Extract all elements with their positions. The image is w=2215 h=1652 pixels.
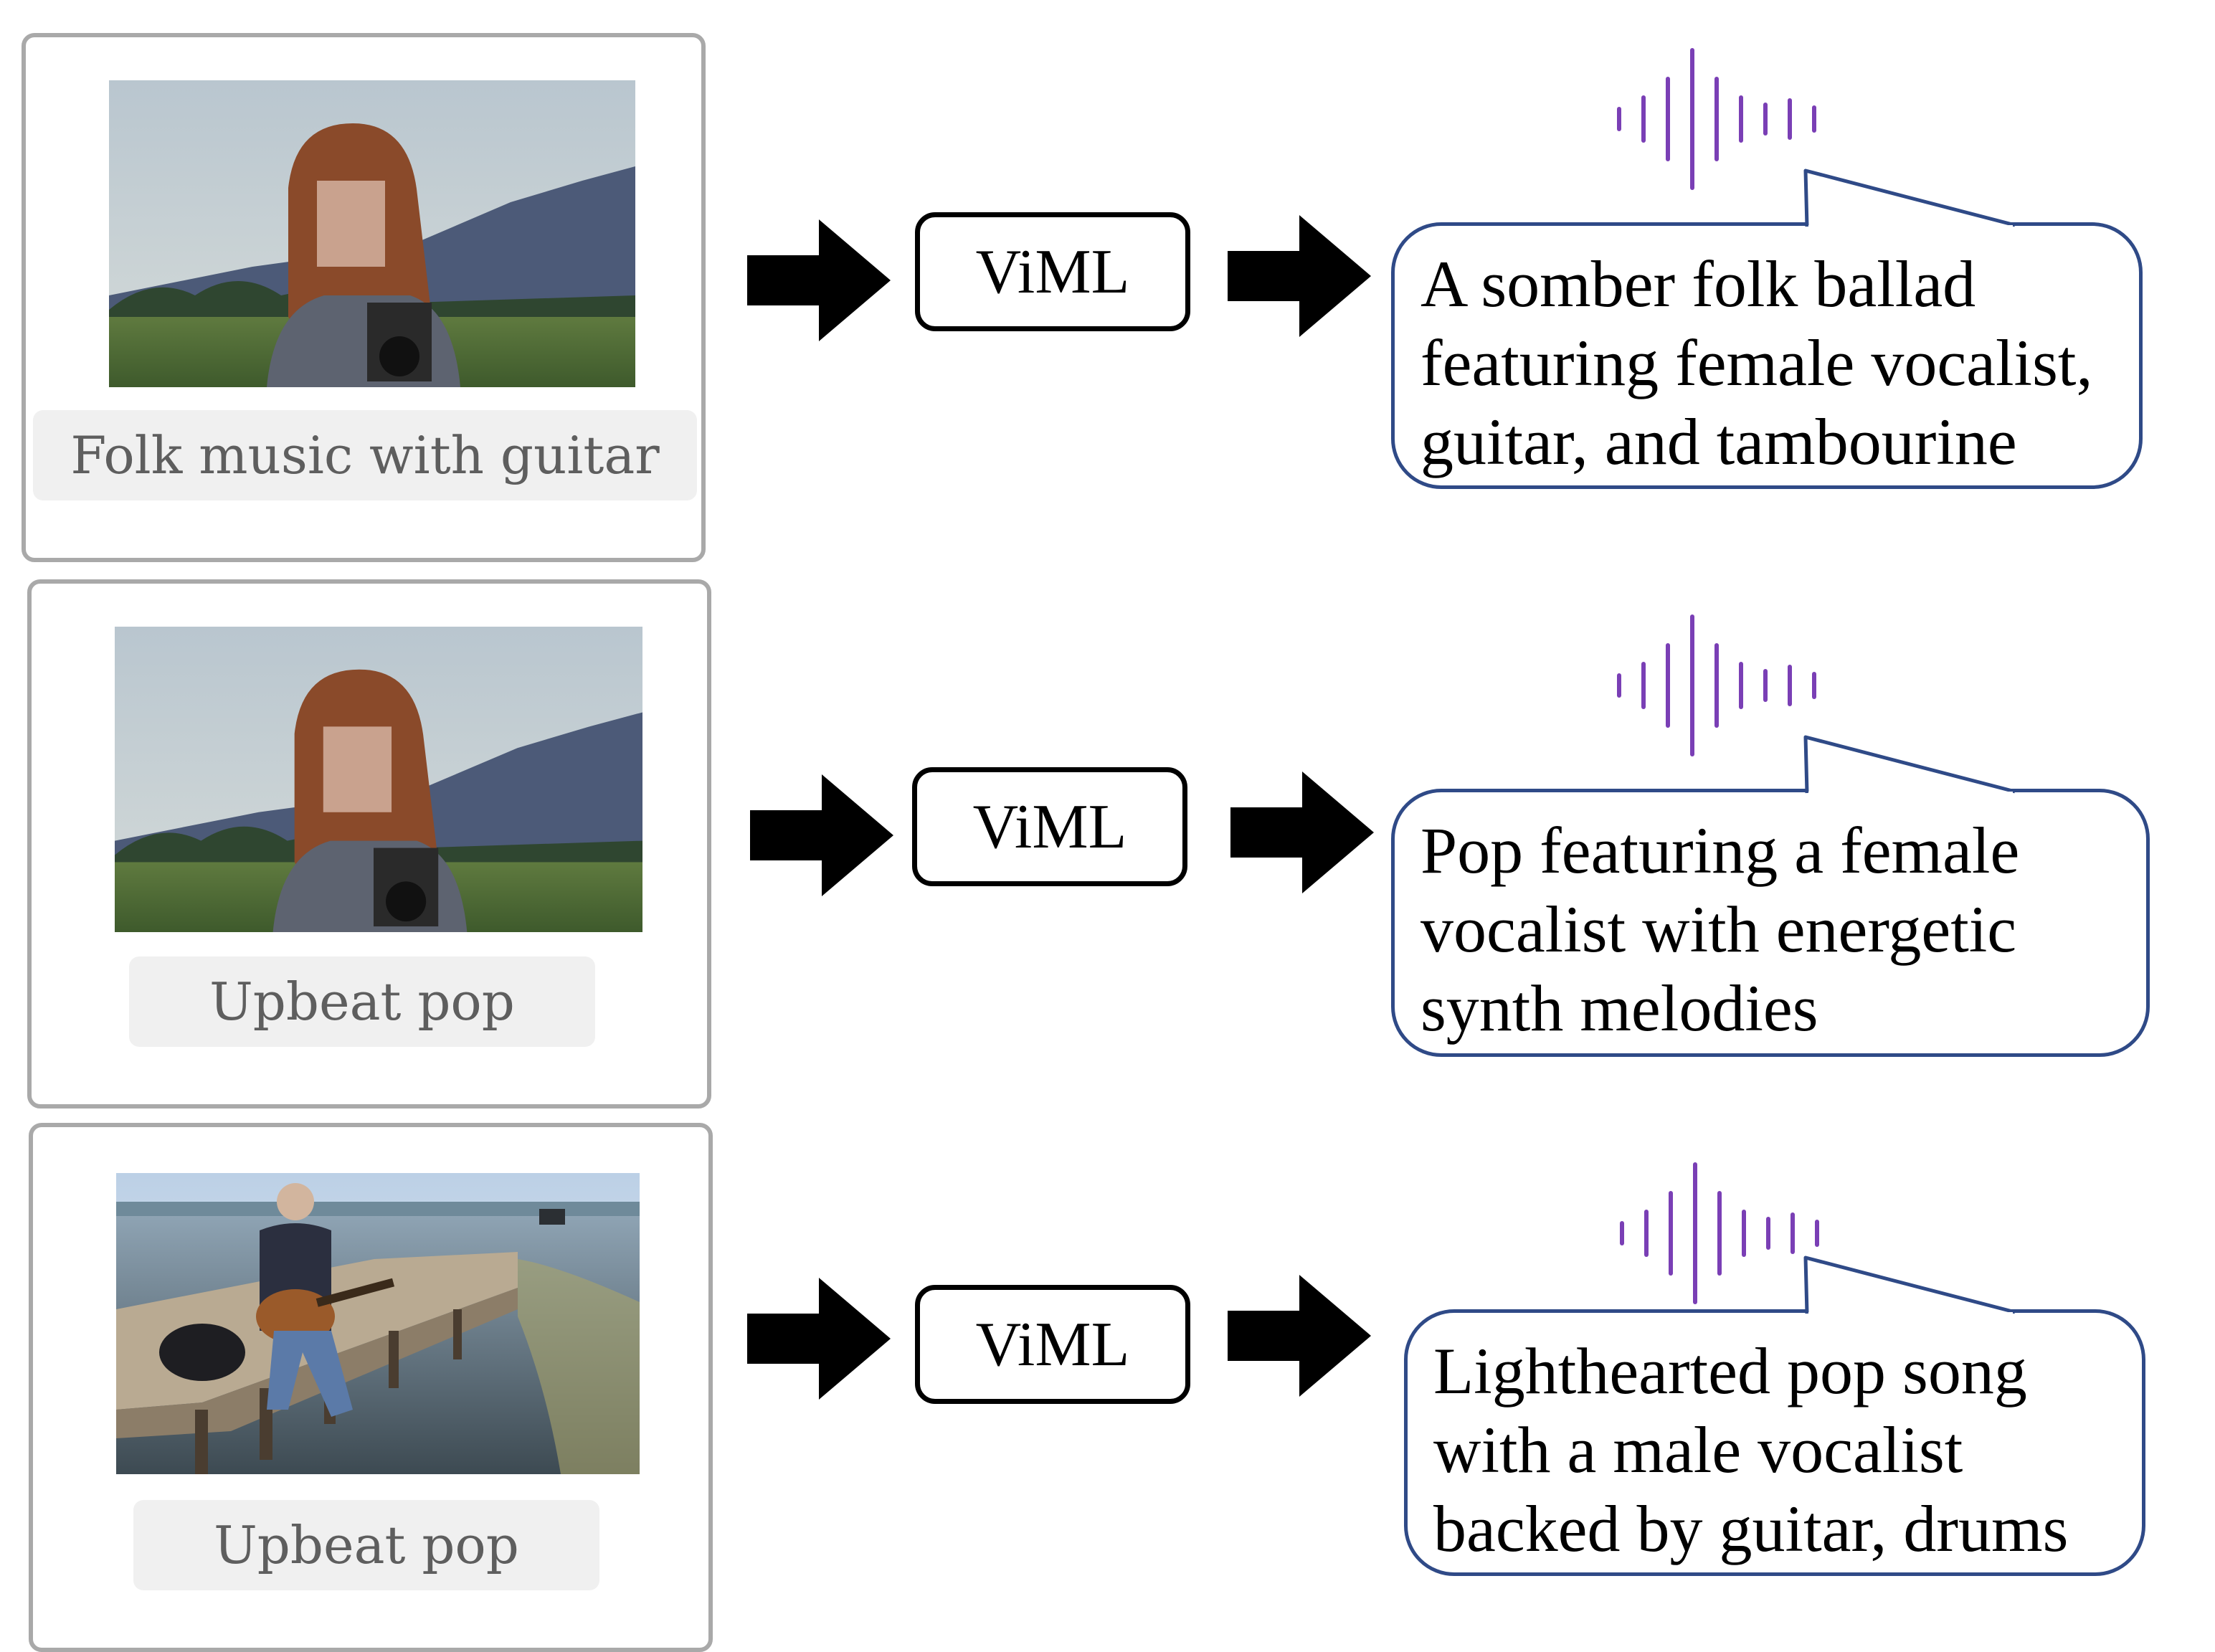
example-row-3: Upbeat pop ViML Lighthearted pop song wi…	[0, 1090, 2215, 1652]
model-box: ViML	[912, 767, 1187, 886]
caption-line: A somber folk ballad	[1420, 247, 1976, 321]
prompt-label: Upbeat pop	[129, 956, 595, 1047]
caption-line: backed by guitar, drums	[1433, 1492, 2069, 1565]
audio-waveform-icon	[1611, 47, 1826, 191]
arrow-right-icon	[1228, 1275, 1371, 1397]
arrow-right-icon	[747, 219, 891, 341]
caption-line: guitar, and tambourine	[1420, 405, 2017, 478]
caption-bubble: Pop featuring a female vocalist with ene…	[1391, 789, 2150, 1057]
arrow-right-icon	[750, 774, 893, 896]
caption-line: Pop featuring a female	[1420, 814, 2020, 887]
arrow-right-icon	[1228, 215, 1371, 337]
caption-line: featuring female vocalist,	[1420, 326, 2093, 399]
arrow-right-icon	[1230, 772, 1374, 893]
caption-bubble: Lighthearted pop song with a male vocali…	[1404, 1309, 2145, 1576]
caption-bubble: A somber folk ballad featuring female vo…	[1391, 222, 2143, 489]
input-card: Folk music with guitar	[22, 33, 706, 562]
caption-line: synth melodies	[1420, 972, 1818, 1045]
caption-line: with a male vocalist	[1433, 1413, 1963, 1486]
input-card: Upbeat pop	[29, 1123, 713, 1652]
example-row-1: Folk music with guitar ViML A somber fol…	[0, 0, 2215, 562]
arrow-right-icon	[747, 1278, 891, 1400]
caption-line: vocalist with energetic	[1420, 893, 2017, 966]
prompt-label: Folk music with guitar	[33, 410, 697, 500]
example-row-2: Upbeat pop ViML Pop featuring a female v…	[0, 545, 2215, 1109]
video-frame-man-guitar	[116, 1173, 640, 1474]
caption-line: Lighthearted pop song	[1433, 1334, 2027, 1407]
model-box: ViML	[915, 212, 1190, 331]
bubble-tail	[1793, 733, 2022, 804]
video-frame-woman-camera	[109, 80, 635, 387]
audio-waveform-icon	[1611, 614, 1826, 757]
prompt-label: Upbeat pop	[133, 1500, 599, 1590]
audio-waveform-icon	[1613, 1162, 1829, 1305]
bubble-tail	[1793, 1253, 2022, 1325]
video-frame-woman-camera	[115, 627, 642, 932]
input-card: Upbeat pop	[27, 579, 711, 1109]
model-box: ViML	[915, 1285, 1190, 1404]
bubble-tail	[1793, 166, 2022, 238]
